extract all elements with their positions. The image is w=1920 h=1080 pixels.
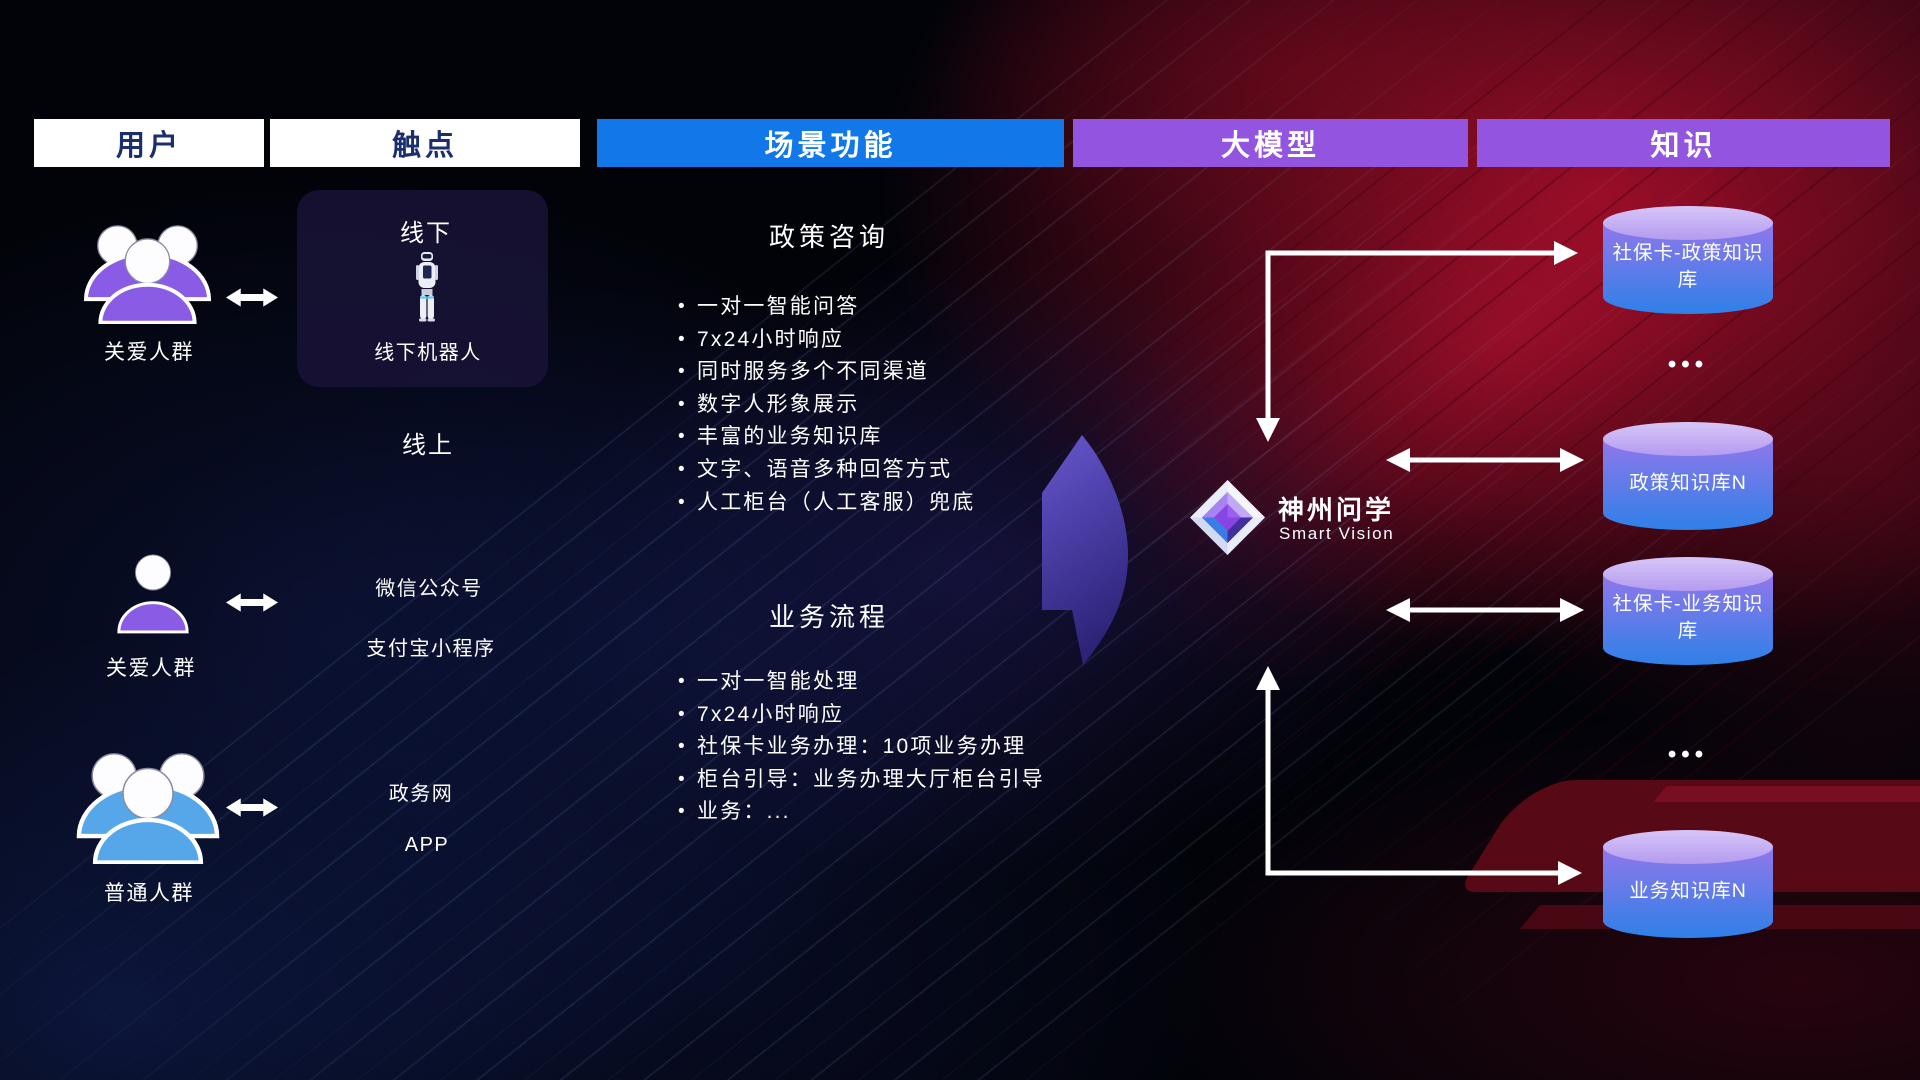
knowledge-db-1: 社保卡-政策知识库 — [1600, 203, 1776, 317]
header-llm-label: 大模型 — [1220, 130, 1320, 162]
header-users-label: 用户 — [115, 130, 182, 162]
header-knowledge-label: 知识 — [1650, 130, 1717, 162]
header-scene-functions: 场景功能 — [597, 119, 1064, 167]
bidirectional-arrow-icon — [226, 593, 278, 612]
scene-business-item: 一对一智能处理 — [678, 666, 1045, 699]
scene-business-item: 柜台引导：业务办理大厅柜台引导 — [678, 764, 1045, 797]
scene-policy-item: 7x24小时响应 — [678, 324, 975, 357]
scene-business-item: 业务：... — [678, 796, 1045, 829]
scene-business-item: 社保卡业务办理：10项业务办理 — [678, 731, 1045, 764]
offline-title: 线下 — [400, 220, 452, 247]
scene-business-title: 业务流程 — [769, 602, 890, 632]
scene-policy-item: 人工柜台（人工客服）兜底 — [678, 487, 975, 520]
touchpoint-app: APP — [404, 834, 450, 856]
header-scene-functions-label: 场景功能 — [764, 130, 897, 162]
scene-policy-item: 数字人形象展示 — [678, 389, 975, 422]
knowledge-db-2: 政策知识库N — [1600, 419, 1776, 533]
offline-robot-card — [297, 190, 548, 387]
knowledge-db-4: 业务知识库N — [1600, 827, 1776, 941]
header-knowledge: 知识 — [1477, 119, 1890, 167]
knowledge-db-4-label: 业务知识库N — [1629, 879, 1747, 902]
group-users-icon-blue — [76, 753, 220, 864]
scene-policy-item: 丰富的业务知识库 — [678, 421, 975, 454]
touchpoint-gov: 政务网 — [388, 783, 454, 805]
scene-policy-item: 同时服务多个不同渠道 — [678, 356, 975, 389]
bidirectional-arrow-icon — [226, 288, 278, 307]
user-group-3-label: 普通人群 — [104, 882, 194, 905]
header-llm: 大模型 — [1073, 119, 1468, 167]
scene-business-item: 7x24小时响应 — [678, 699, 1045, 732]
smart-vision-logo-icon — [1190, 480, 1265, 555]
logo-name: 神州问学 — [1278, 495, 1395, 525]
header-touchpoints: 触点 — [270, 119, 580, 167]
scene-policy-list: 一对一智能问答 7x24小时响应 同时服务多个不同渠道 数字人形象展示 丰富的业… — [678, 291, 975, 519]
touchpoint-alipay: 支付宝小程序 — [366, 638, 496, 660]
knowledge-ellipsis-1: ••• — [1667, 351, 1709, 378]
scene-business-list: 一对一智能处理 7x24小时响应 社保卡业务办理：10项业务办理 柜台引导：业务… — [678, 666, 1045, 829]
service-robot-icon — [416, 252, 438, 322]
knowledge-db-1-label: 社保卡-政策知识库 — [1612, 242, 1764, 291]
logo-subtitle: Smart Vision — [1279, 524, 1395, 543]
knowledge-db-3: 社保卡-业务知识库 — [1600, 554, 1776, 668]
offline-robot-label: 线下机器人 — [374, 342, 482, 364]
knowledge-ellipsis-2: ••• — [1667, 741, 1709, 768]
single-user-icon — [117, 554, 189, 634]
knowledge-db-3-label: 社保卡-业务知识库 — [1612, 593, 1764, 642]
group-users-icon — [84, 225, 211, 324]
online-title: 线上 — [402, 432, 454, 459]
user-group-2-label: 关爱人群 — [106, 657, 196, 680]
header-users: 用户 — [34, 119, 264, 167]
user-group-1-label: 关爱人群 — [104, 341, 194, 364]
bidirectional-arrow-icon — [226, 798, 278, 817]
header-touchpoints-label: 触点 — [391, 130, 458, 162]
scene-policy-item: 一对一智能问答 — [678, 291, 975, 324]
knowledge-db-2-label: 政策知识库N — [1629, 471, 1747, 494]
touchpoint-wechat: 微信公众号 — [375, 578, 483, 600]
scene-policy-title: 政策咨询 — [769, 222, 890, 252]
scene-policy-item: 文字、语音多种回答方式 — [678, 454, 975, 487]
